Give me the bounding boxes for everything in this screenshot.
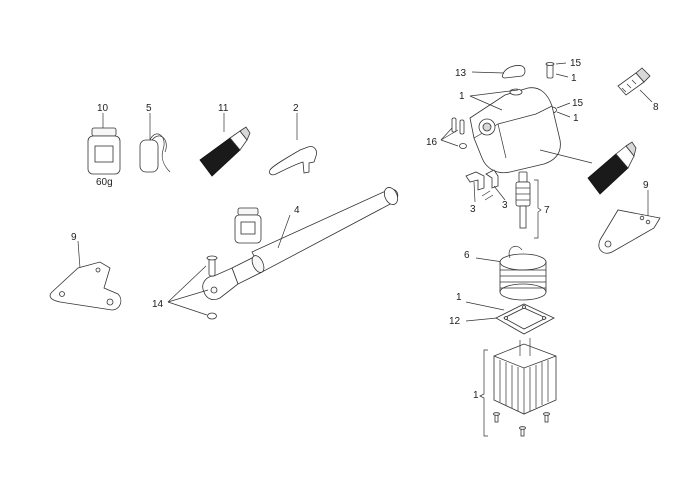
callout-1-b: 1 <box>573 113 579 124</box>
callout-2: 2 <box>293 103 299 114</box>
capacitor-part-5 <box>139 113 171 173</box>
housing-part-1 <box>469 87 593 174</box>
callout-3-a: 3 <box>470 204 476 215</box>
callout-9-left: 9 <box>71 232 77 243</box>
callout-9-right: 9 <box>643 180 649 191</box>
grease-jar-part-10 <box>87 113 121 175</box>
sealant-tube-part-11 <box>199 113 251 177</box>
callout-11: 11 <box>218 103 229 114</box>
callout-14: 14 <box>152 299 164 310</box>
callout-13: 13 <box>455 68 467 79</box>
sealant-tube <box>587 141 637 195</box>
cap-part-13 <box>471 65 526 79</box>
callout-7: 7 <box>544 205 550 216</box>
bracket-part-9-left <box>49 240 122 311</box>
worm-shaft-part-7 <box>515 171 542 239</box>
release-lever-part-2 <box>269 113 317 176</box>
callout-12: 12 <box>449 316 461 327</box>
callout-10: 10 <box>97 103 109 114</box>
callout-1-bottom: 1 <box>473 390 479 401</box>
bolt-part-15 <box>545 62 569 79</box>
callout-15-b: 15 <box>572 98 584 109</box>
callout-5: 5 <box>146 103 152 114</box>
bracket-part-9-right <box>598 190 661 254</box>
callout-8: 8 <box>653 102 659 113</box>
callout-16: 16 <box>426 137 438 148</box>
motor-coil-part-6 <box>475 246 547 301</box>
pin-set-part-16 <box>440 117 467 149</box>
actuator-part-4 <box>202 187 399 300</box>
bracket-part-3 <box>465 169 506 203</box>
callout-60g: 60g <box>96 177 113 188</box>
pin-set-part-14 <box>167 255 218 320</box>
motor-housing-part-1 <box>479 338 557 437</box>
callout-1-mid: 1 <box>456 292 462 303</box>
callout-4: 4 <box>294 205 300 216</box>
callout-6: 6 <box>464 250 470 261</box>
callout-15-a: 15 <box>570 58 582 69</box>
callout-1-a: 1 <box>571 73 577 84</box>
connector-part-8 <box>617 67 653 103</box>
callout-3-b: 3 <box>502 200 508 211</box>
callout-1-top: 1 <box>459 91 465 102</box>
gasket-part-12 <box>465 301 555 335</box>
